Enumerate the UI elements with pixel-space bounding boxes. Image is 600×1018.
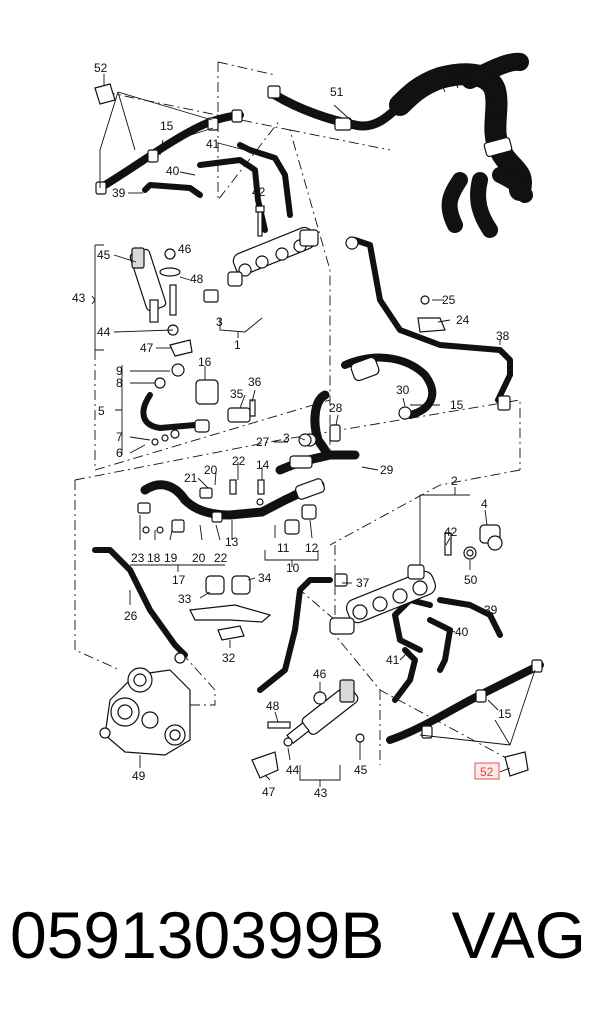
- sensor-bracket-group: [137, 433, 326, 641]
- callout-24: 24: [456, 313, 470, 327]
- high-pressure-pump: [99, 652, 191, 756]
- callout-20-mid: 20: [192, 551, 206, 565]
- part-number: 059130399B: [10, 898, 385, 972]
- fuel-rail-lower: [329, 524, 503, 635]
- highlight-box-52: [474, 762, 500, 780]
- leader-lines: [91, 74, 536, 787]
- callout-33: 33: [178, 592, 192, 606]
- callout-11: 11: [277, 541, 290, 555]
- callout-39-mid: 39: [484, 603, 498, 617]
- assembly-boundary-lines: [74, 61, 521, 765]
- callout-23: 23: [131, 551, 145, 565]
- callout-44-low: 44: [286, 763, 300, 777]
- rigid-pipes: [92, 142, 513, 703]
- callout-27: 27: [256, 435, 270, 449]
- callout-14: 14: [256, 458, 270, 472]
- callout-40-mid: 40: [455, 625, 469, 639]
- callout-8: 8: [116, 376, 123, 390]
- callout-6: 6: [116, 446, 123, 460]
- clip-parts: [94, 83, 529, 777]
- callout-17: 17: [172, 573, 186, 587]
- callout-48-low: 48: [266, 699, 280, 713]
- callout-35: 35: [230, 387, 244, 401]
- callout-41-mid: 41: [386, 653, 400, 667]
- injector-lower: [251, 679, 365, 779]
- callout-46-top: 46: [178, 242, 192, 256]
- callout-22-mid: 22: [214, 551, 228, 565]
- callout-3-top: 3: [216, 315, 223, 329]
- callout-2: 2: [451, 474, 458, 488]
- callout-49: 49: [132, 769, 146, 783]
- bolt-top: [255, 205, 265, 237]
- callout-45-low: 45: [354, 763, 368, 777]
- callout-19: 19: [164, 551, 178, 565]
- callout-42-mid: 42: [444, 525, 458, 539]
- callout-13: 13: [225, 535, 239, 549]
- callout-38: 38: [496, 329, 510, 343]
- callout-4: 4: [481, 497, 488, 511]
- callout-30: 30: [396, 383, 410, 397]
- callout-42-top: 42: [252, 185, 266, 199]
- callout-47-top: 47: [140, 341, 154, 355]
- callout-12: 12: [305, 541, 319, 555]
- callout-15-low: 15: [498, 707, 512, 721]
- callout-51: 51: [330, 85, 344, 99]
- callout-43-top: 43: [72, 291, 86, 305]
- callout-15-mid: 15: [450, 398, 464, 412]
- callout-50: 50: [464, 573, 478, 587]
- callout-40-top: 40: [166, 164, 180, 178]
- callout-7: 7: [116, 430, 123, 444]
- exploded-parts-diagram: 52 15 51 41 40 39 42 45 46 48 43 44 47 3…: [72, 52, 544, 800]
- top-return-hose: [267, 52, 533, 238]
- callout-29: 29: [380, 463, 394, 477]
- callout-9: 9: [116, 364, 123, 378]
- callout-34: 34: [258, 571, 272, 585]
- callout-47-low: 47: [262, 785, 276, 799]
- lower-leak-off-line-15: [386, 659, 544, 744]
- callout-39-top: 39: [112, 186, 126, 200]
- callout-28: 28: [329, 401, 343, 415]
- callout-37: 37: [356, 576, 370, 590]
- left-leak-off-line-15-top: [95, 109, 244, 195]
- callout-25: 25: [442, 293, 456, 307]
- callout-26: 26: [124, 609, 138, 623]
- callout-36: 36: [248, 375, 262, 389]
- callout-18: 18: [147, 551, 161, 565]
- callout-46-low: 46: [313, 667, 327, 681]
- callout-52-highlighted[interactable]: 52: [480, 765, 494, 779]
- callout-5: 5: [98, 404, 105, 418]
- fuel-rail-top: [203, 226, 359, 303]
- callout-20-top: 20: [204, 463, 218, 477]
- injector-top-left: [129, 247, 193, 357]
- callout-1: 1: [234, 338, 241, 352]
- callout-41-top: 41: [206, 137, 220, 151]
- callout-32: 32: [222, 651, 236, 665]
- callout-3-mid: 3: [283, 431, 290, 445]
- callout-10: 10: [286, 561, 300, 575]
- callout-labels: 52 15 51 41 40 39 42 45 46 48 43 44 47 3…: [72, 61, 512, 800]
- brand-name: VAG: [451, 898, 586, 972]
- callout-15-top: 15: [160, 119, 174, 133]
- part-caption: 059130399B VAG: [0, 880, 600, 990]
- callout-52-top: 52: [94, 61, 108, 75]
- callout-21: 21: [184, 471, 198, 485]
- callout-44-top: 44: [97, 325, 111, 339]
- callout-45-top: 45: [97, 248, 111, 262]
- callout-43-low: 43: [314, 786, 328, 800]
- callout-22-top: 22: [232, 454, 246, 468]
- callout-48-top: 48: [190, 272, 204, 286]
- callout-16: 16: [198, 355, 212, 369]
